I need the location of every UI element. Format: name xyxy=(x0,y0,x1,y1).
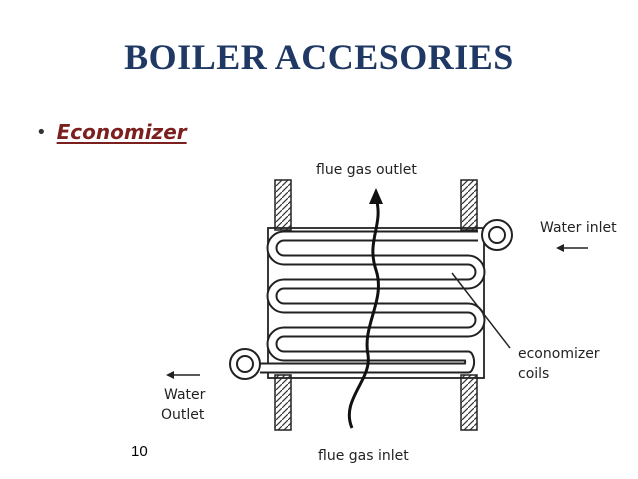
bullet-item: • Economizer xyxy=(36,120,187,144)
duct-wall-top-left xyxy=(274,179,292,231)
water-inlet-label: Water inlet xyxy=(540,220,617,236)
water-outlet-label-line2: Outlet xyxy=(161,407,205,423)
flue-gas-arrow-icon xyxy=(369,188,383,204)
flue-gas-inlet-label: flue gas inlet xyxy=(318,448,409,464)
water-outlet-arrow-icon xyxy=(166,371,200,379)
water-inlet-header-icon xyxy=(481,219,513,251)
duct-wall-top-right xyxy=(460,179,478,231)
economizer-coils-label-line1: economizer xyxy=(518,346,600,362)
water-inlet-arrow-icon xyxy=(556,244,588,252)
flue-gas-outlet-label: flue gas outlet xyxy=(316,162,417,178)
water-outlet-header-icon xyxy=(229,348,261,380)
economizer-coil xyxy=(260,230,486,374)
page-number: 10 xyxy=(131,443,148,460)
flue-gas-path xyxy=(347,188,383,429)
slide-title: BOILER ACCESORIES xyxy=(124,37,514,77)
duct-wall-bottom-right xyxy=(460,374,478,431)
coils-leader-line xyxy=(451,272,511,349)
bullet-dot-icon: • xyxy=(36,121,47,143)
duct-wall-bottom-left xyxy=(274,374,292,431)
economizer-coils-label-line2: coils xyxy=(518,366,549,382)
water-outlet-label-line1: Water xyxy=(164,387,206,403)
bullet-label: Economizer xyxy=(56,120,187,144)
